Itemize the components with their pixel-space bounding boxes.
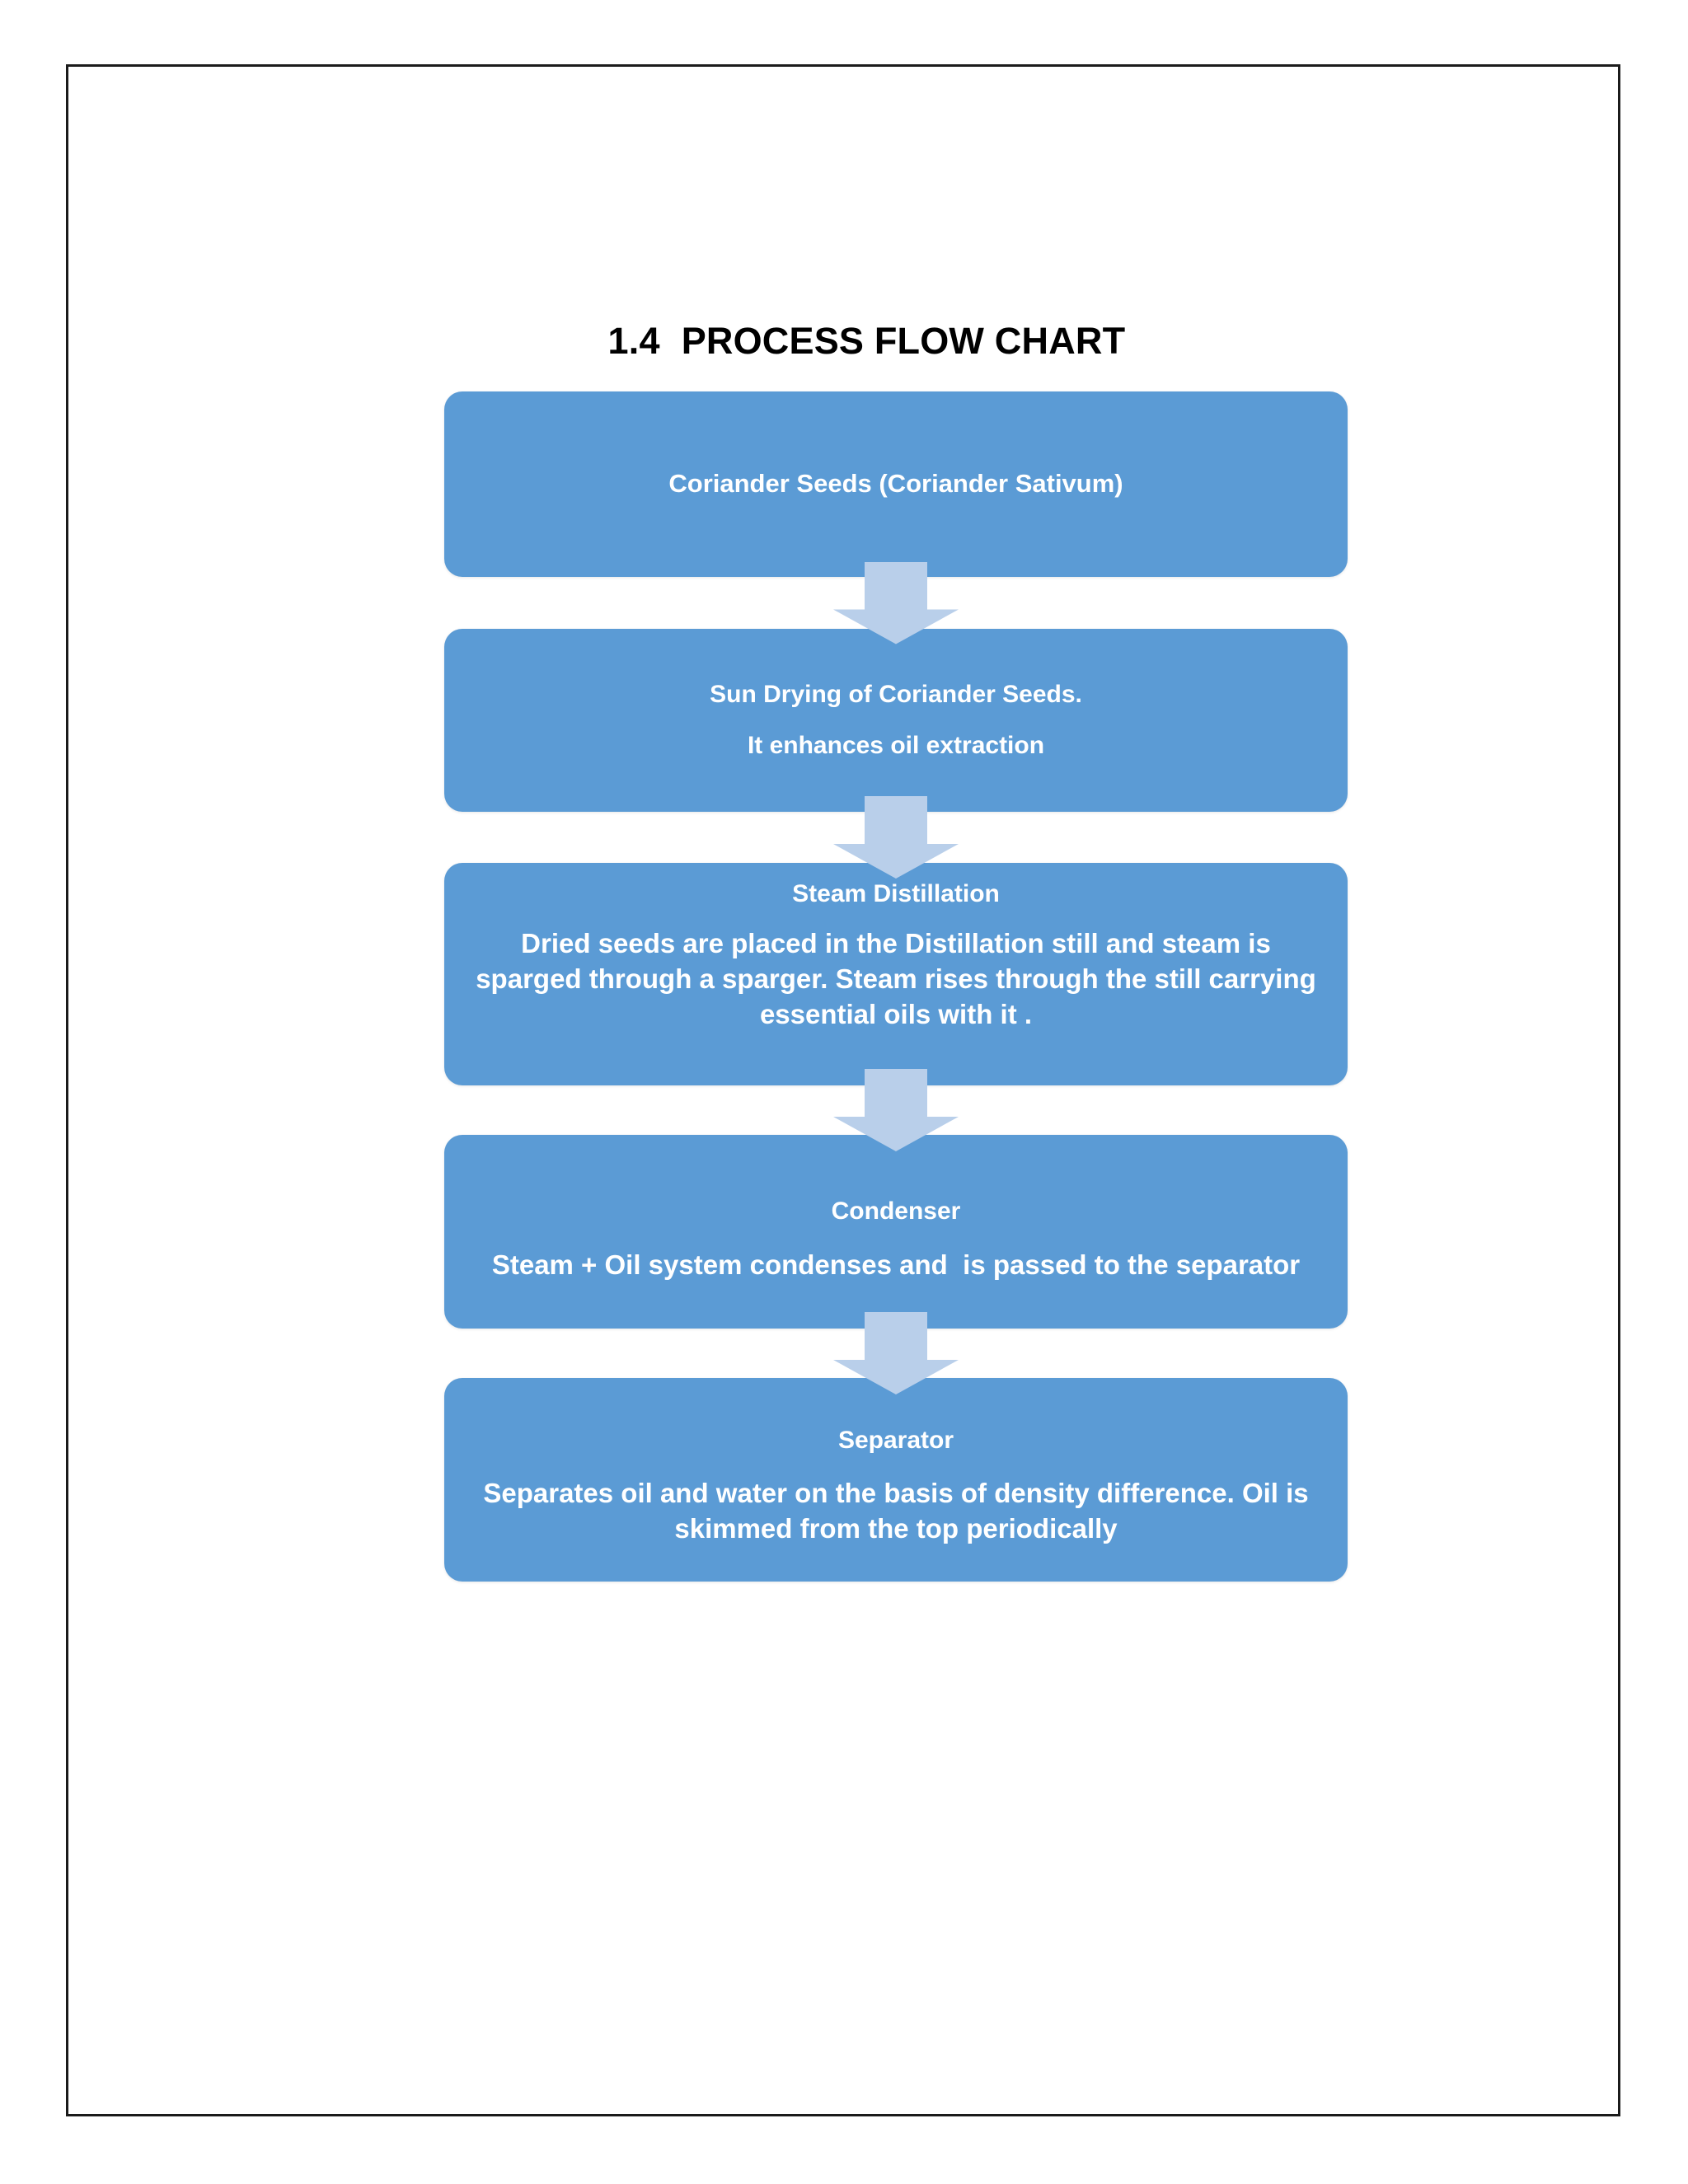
flow-node-body: Dried seeds are placed in the Distillati…: [476, 928, 1324, 1030]
process-flow-chart: Coriander Seeds (Coriander Sativum) Sun …: [444, 391, 1348, 1582]
page-title-number: 1.4: [607, 320, 660, 362]
flow-node-heading: Condenser: [831, 1197, 961, 1226]
flow-node-steam-distillation[interactable]: Steam Distillation Dried seeds are place…: [444, 863, 1348, 1085]
flow-connector-1: [444, 561, 1348, 644]
flow-node-heading: Separator: [837, 1426, 954, 1454]
flow-connector-3: [444, 1069, 1348, 1151]
flow-node-separator[interactable]: Separator Separates oil and water on the…: [444, 1378, 1348, 1582]
flow-node-body: Separates oil and water on the basis of …: [483, 1478, 1316, 1544]
flow-node-heading: Sun Drying of Coriander Seeds.: [710, 681, 1082, 708]
flow-connector-4: [444, 1312, 1348, 1394]
flow-node-body: It enhances oil extraction: [747, 732, 1045, 759]
flow-node-heading: Coriander Seeds (Coriander Sativum): [668, 469, 1123, 499]
flow-node-sun-drying[interactable]: Sun Drying of Coriander Seeds. It enhanc…: [444, 629, 1348, 812]
flow-node-body: Steam + Oil system condenses and is pass…: [491, 1249, 1301, 1280]
flow-connector-2: [444, 796, 1348, 879]
flow-node-condenser[interactable]: Condenser Steam + Oil system condenses a…: [444, 1135, 1348, 1329]
flow-node-coriander-seeds[interactable]: Coriander Seeds (Coriander Sativum): [444, 391, 1348, 577]
page-title-text: PROCESS FLOW CHART: [681, 320, 1126, 362]
page-title: 1.4 PROCESS FLOW CHART: [68, 277, 1623, 405]
document-page: 1.4 PROCESS FLOW CHART Coriander Seeds (C…: [66, 64, 1620, 2116]
flow-node-heading: Steam Distillation: [792, 879, 1000, 907]
